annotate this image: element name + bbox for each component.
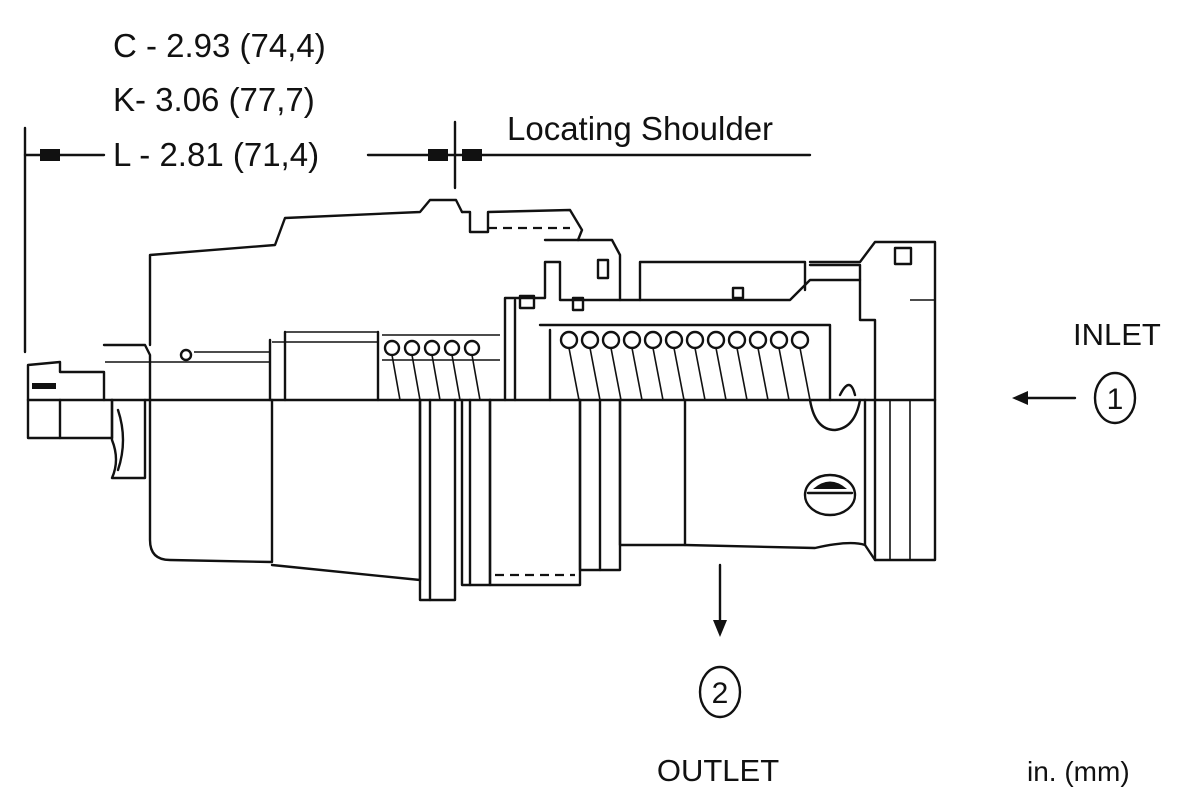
dimension-c-label: C - 2.93 (74,4) [113, 27, 326, 64]
inlet-number-circle [1093, 371, 1137, 425]
outlet-label: OUTLET [657, 753, 779, 788]
units-label: in. (mm) [1027, 756, 1130, 787]
inlet-port: INLET 1 [1012, 317, 1161, 425]
dimension-k-label: K- 3.06 (77,7) [113, 81, 315, 118]
dimension-l-label: L - 2.81 (71,4) [113, 136, 319, 173]
dimension-line [23, 120, 812, 354]
dimension-arrow-icon [40, 149, 448, 161]
adjuster-spring [382, 334, 500, 401]
inlet-number: 1 [1107, 383, 1124, 416]
outlet-number-circle [698, 665, 742, 719]
arrow-down-icon [713, 563, 727, 637]
main-spring [559, 330, 811, 401]
inlet-label: INLET [1073, 317, 1161, 352]
locating-shoulder-label: Locating Shoulder [507, 110, 773, 147]
outlet-port: 2 OUTLET [657, 563, 779, 788]
arrow-left-icon [1012, 391, 1077, 405]
dimension-labels: C - 2.93 (74,4) K- 3.06 (77,7) L - 2.81 … [113, 27, 326, 173]
valve-body [26, 198, 937, 602]
outlet-number: 2 [712, 677, 729, 710]
